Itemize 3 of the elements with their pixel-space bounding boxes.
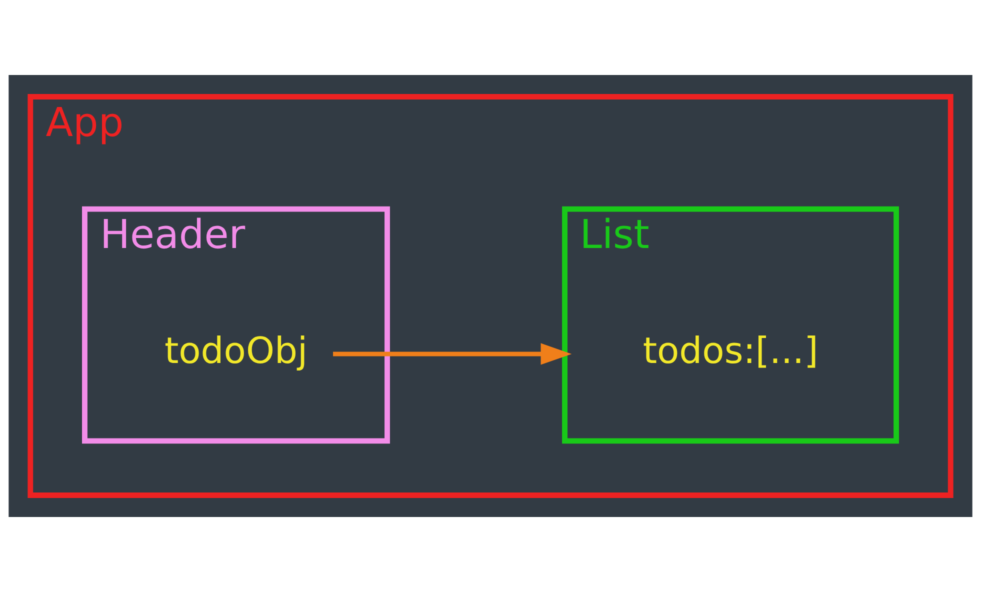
node-text: todos:[...] (642, 328, 818, 372)
arrow (333, 342, 572, 364)
node-text: todoObj (164, 328, 308, 372)
